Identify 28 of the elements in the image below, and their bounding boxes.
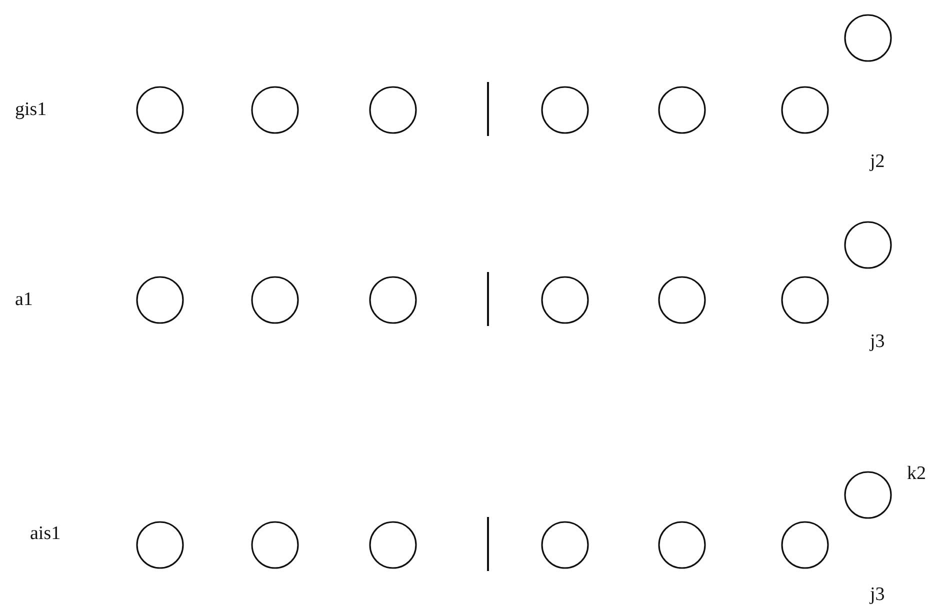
finger-hole [656,521,708,569]
key-label: j2 [870,152,885,171]
key-label: k2 [907,464,926,483]
finger-hole [134,276,186,324]
finger-hole [134,86,186,134]
finger-hole [249,276,301,324]
key-label: j3 [870,585,885,604]
key-label: j3 [870,332,885,351]
finger-hole [367,276,419,324]
finger-hole [779,276,831,324]
finger-hole [656,276,708,324]
finger-hole [842,471,894,519]
finger-hole [842,221,894,269]
note-name: ais1 [30,524,61,543]
finger-hole [539,521,591,569]
finger-hole [539,86,591,134]
finger-hole [779,521,831,569]
finger-hole [779,86,831,134]
finger-hole [367,521,419,569]
finger-hole [249,521,301,569]
finger-hole [656,86,708,134]
note-name: gis1 [15,100,47,119]
finger-hole [539,276,591,324]
note-name: a1 [15,290,33,309]
finger-hole [367,86,419,134]
finger-hole [842,14,894,62]
finger-hole [249,86,301,134]
finger-hole [134,521,186,569]
